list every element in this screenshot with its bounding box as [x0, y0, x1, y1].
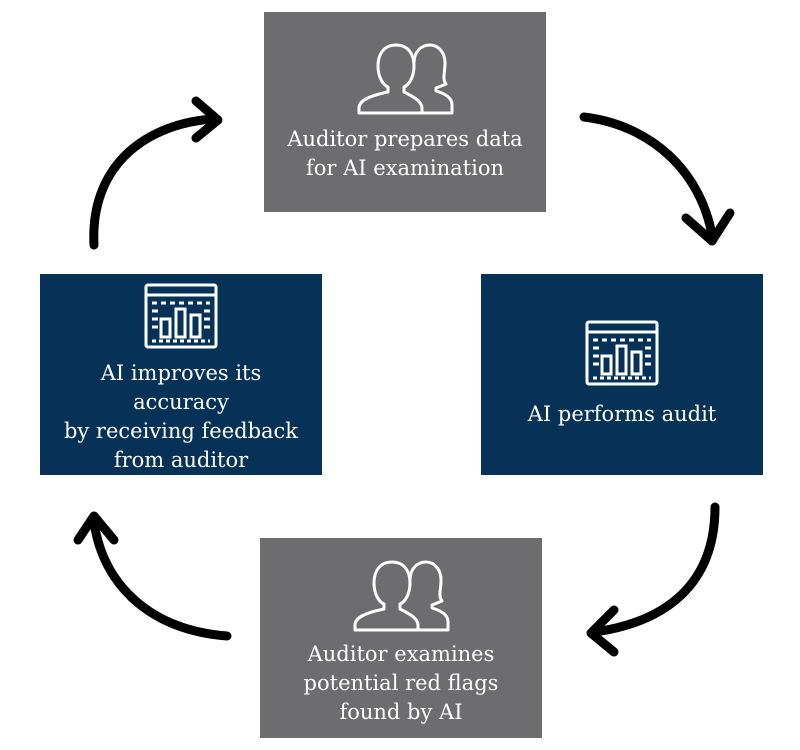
arrow-bottom-right	[586, 502, 720, 657]
people-icon	[357, 43, 454, 115]
step-label: Auditor prepares data for AI examination	[287, 127, 523, 180]
step-label: AI performs audit	[527, 402, 717, 426]
dashboard-chart-icon	[585, 320, 659, 386]
dashboard-chart-icon	[144, 283, 218, 348]
step-auditor-prepares-data: Auditor prepares data for AI examination	[264, 12, 546, 212]
step-ai-improves-accuracy: AI improves its accuracy by receiving fe…	[40, 274, 322, 475]
step-auditor-examines-red-flags: Auditor examines potential red flags fou…	[260, 538, 542, 738]
step-label: Auditor examines potential red flags fou…	[303, 641, 499, 724]
step-ai-performs-audit: AI performs audit	[481, 274, 763, 475]
people-icon	[353, 560, 450, 631]
arrow-top-left	[89, 96, 223, 250]
arrow-top-right	[579, 112, 735, 246]
step-label: AI improves its accuracy by receiving fe…	[63, 360, 299, 472]
arrow-bottom-left	[73, 511, 232, 641]
